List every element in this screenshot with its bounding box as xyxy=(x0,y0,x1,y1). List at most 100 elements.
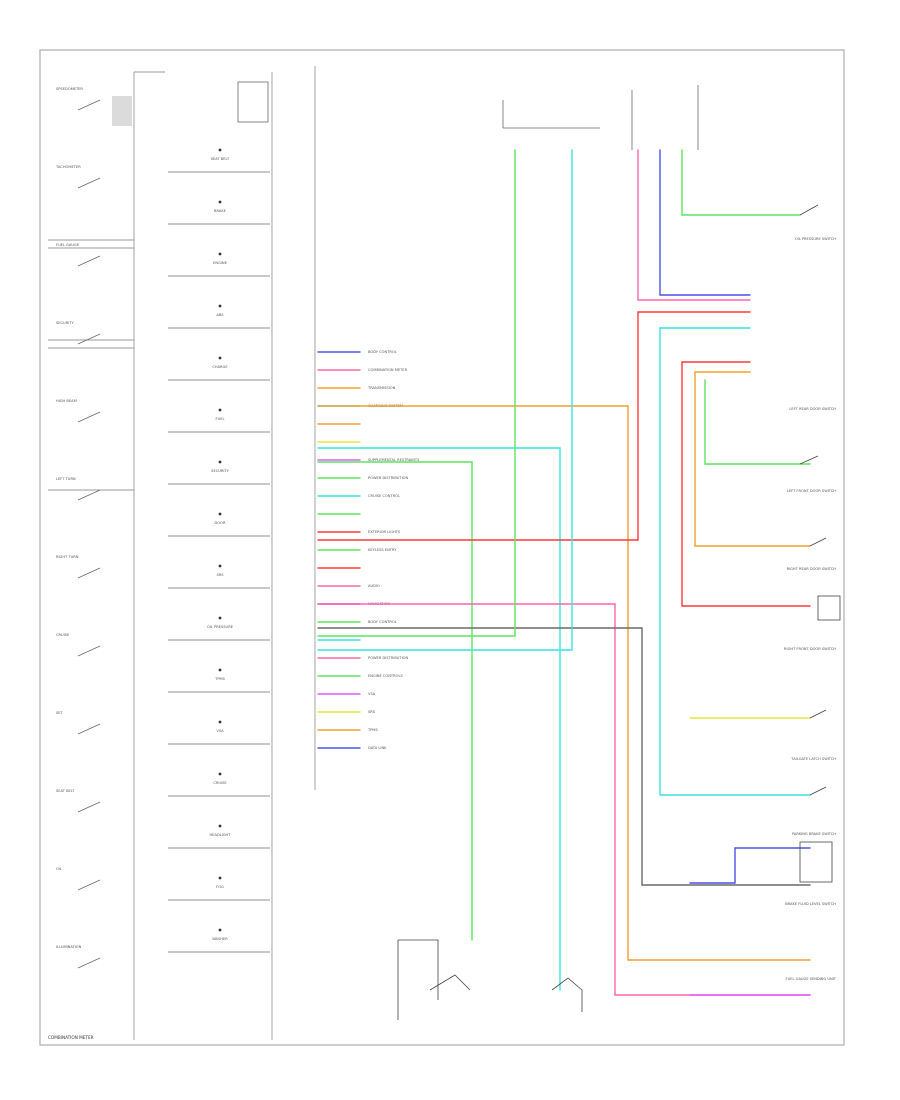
switch-box xyxy=(817,595,841,621)
meter-label: SEAT BELT xyxy=(56,789,75,793)
red-wire-route xyxy=(317,311,751,541)
connector-label: AUDIO xyxy=(368,584,380,588)
left-component-column: SEAT BELTBRAKEENGINEABSCHARGEFUELSECURIT… xyxy=(168,66,316,1040)
connector-label: SUPPLEMENTAL RESTRAINTS xyxy=(368,458,420,462)
switch-contact xyxy=(809,786,827,796)
component-node xyxy=(218,304,222,308)
left-component-label: CRUISE xyxy=(213,781,227,785)
connector-label: ENGINE CONTROLS xyxy=(368,674,403,678)
meter-label: SECURITY xyxy=(56,321,74,325)
connector-label: COMBINATION METER xyxy=(368,368,408,372)
meter-indicator-line xyxy=(77,801,101,813)
brake-switch xyxy=(551,977,583,1012)
right-component-label: RIGHT FRONT DOOR SWITCH xyxy=(784,647,836,651)
left-component-label: HEADLIGHT xyxy=(210,833,232,837)
meter-indicator-line xyxy=(77,957,101,969)
meter-indicator-line xyxy=(77,177,101,189)
meter-indicator-line xyxy=(77,879,101,891)
right-component-label: OIL PRESSURE SWITCH xyxy=(795,237,836,241)
meter-label: CRUISE xyxy=(56,633,70,637)
left-component-label: VSA xyxy=(216,729,224,733)
right-component-label: TAILGATE LATCH SWITCH xyxy=(790,757,836,761)
pink-wire-route xyxy=(637,149,751,301)
meter-indicator-line xyxy=(77,333,101,345)
connector-label: TRANSMISSION xyxy=(367,386,396,390)
left-component-label: SRS xyxy=(216,573,224,577)
orange-wire-route xyxy=(317,405,811,961)
blue-wire-route xyxy=(689,847,811,884)
meter-label: RIGHT TURN xyxy=(56,555,79,559)
red-wire-route xyxy=(681,361,811,607)
meter-label-group: SPEEDOMETER TACHOMETER FUEL GAUGE SECURITY H… xyxy=(55,87,101,969)
left-component-label: OIL PRESSURE xyxy=(207,625,234,629)
component-node xyxy=(218,616,222,620)
meter-label: LEFT TURN xyxy=(56,477,76,481)
right-component-label: LEFT REAR DOOR SWITCH xyxy=(789,407,836,411)
component-node xyxy=(218,928,222,932)
diagram-frame xyxy=(39,49,845,1046)
meter-label: SPEEDOMETER xyxy=(56,87,83,91)
component-node xyxy=(218,200,222,204)
left-component-label: CHARGE xyxy=(212,365,228,369)
left-component-label: SEAT BELT xyxy=(211,157,230,161)
meter-label: ILLUMINATION xyxy=(56,945,82,949)
switch-box xyxy=(799,841,833,883)
footer-left-label: COMBINATION METER xyxy=(48,1035,94,1040)
component-node xyxy=(218,720,222,724)
meter-indicator-line xyxy=(77,489,101,501)
component-node xyxy=(218,356,222,360)
meter-indicator-line xyxy=(77,255,101,267)
left-component-label: ABS xyxy=(216,313,224,317)
right-component-label: BRAKE FLUID LEVEL SWITCH xyxy=(785,902,836,906)
left-component-label: DOOR xyxy=(215,521,226,525)
fuse-box xyxy=(237,81,269,123)
pink-wire-route xyxy=(317,603,811,996)
meter-indicator-line xyxy=(77,645,101,657)
meter-label: TACHOMETER xyxy=(55,165,81,169)
cyan-wire-route xyxy=(317,447,561,991)
component-node xyxy=(218,408,222,412)
cyan-wire-route xyxy=(317,149,573,651)
component-node xyxy=(218,564,222,568)
left-component-label: SECURITY xyxy=(211,469,229,473)
blue-wire-route xyxy=(659,149,751,296)
right-component-group: OIL PRESSURE SWITCH LEFT REAR DOOR SWITCH… xyxy=(784,237,837,981)
meter-label: OIL xyxy=(56,867,62,871)
cyan-wire-route xyxy=(659,327,811,796)
left-component-label: FUEL xyxy=(216,417,225,421)
left-component-label: WASHER xyxy=(212,937,228,941)
connector-label: POWER DISTRIBUTION xyxy=(368,656,408,660)
right-component-label: PARKING BRAKE SWITCH xyxy=(792,832,836,836)
component-node xyxy=(218,512,222,516)
meter-label: HIGH BEAM xyxy=(56,399,77,403)
connector-label: DATA LINK xyxy=(368,746,387,750)
gray-wire-route xyxy=(317,627,811,886)
switch-contact xyxy=(809,709,827,719)
meter-indicator-line xyxy=(77,723,101,735)
connector-row-group: BODY CONTROL COMBINATION METER TRANSMISSIO… xyxy=(317,350,420,750)
connector-label: BODY CONTROL xyxy=(368,620,397,624)
component-node xyxy=(218,876,222,880)
component-node xyxy=(218,148,222,152)
switch-symbol-group xyxy=(397,204,841,1020)
routed-wire-group xyxy=(317,149,811,996)
component-node xyxy=(218,460,222,464)
connector-label: CRUISE CONTROL xyxy=(368,494,400,498)
green-wire-route xyxy=(704,379,811,465)
component-node xyxy=(218,772,222,776)
left-component-label: FOG xyxy=(216,885,224,889)
green-wire-route xyxy=(317,461,473,941)
right-component-label: RIGHT REAR DOOR SWITCH xyxy=(787,567,837,571)
meter-label: FUEL GAUGE xyxy=(56,243,80,247)
connector-label: VSA xyxy=(368,692,376,696)
combination-meter-panel: SPEEDOMETER TACHOMETER FUEL GAUGE SECURITY H… xyxy=(48,71,165,1040)
meter-label: SET xyxy=(56,711,64,715)
connector-label: BODY CONTROL xyxy=(368,350,397,354)
connector-label: EXTERIOR LIGHTS xyxy=(368,530,401,534)
top-connector-group xyxy=(237,81,699,150)
meter-indicator-line xyxy=(77,411,101,423)
left-component-label: ENGINE xyxy=(213,261,227,265)
right-component-label: FUEL GAUGE SENDING UNIT xyxy=(786,977,837,981)
left-component-group: SEAT BELTBRAKEENGINEABSCHARGEFUELSECURIT… xyxy=(168,148,270,953)
